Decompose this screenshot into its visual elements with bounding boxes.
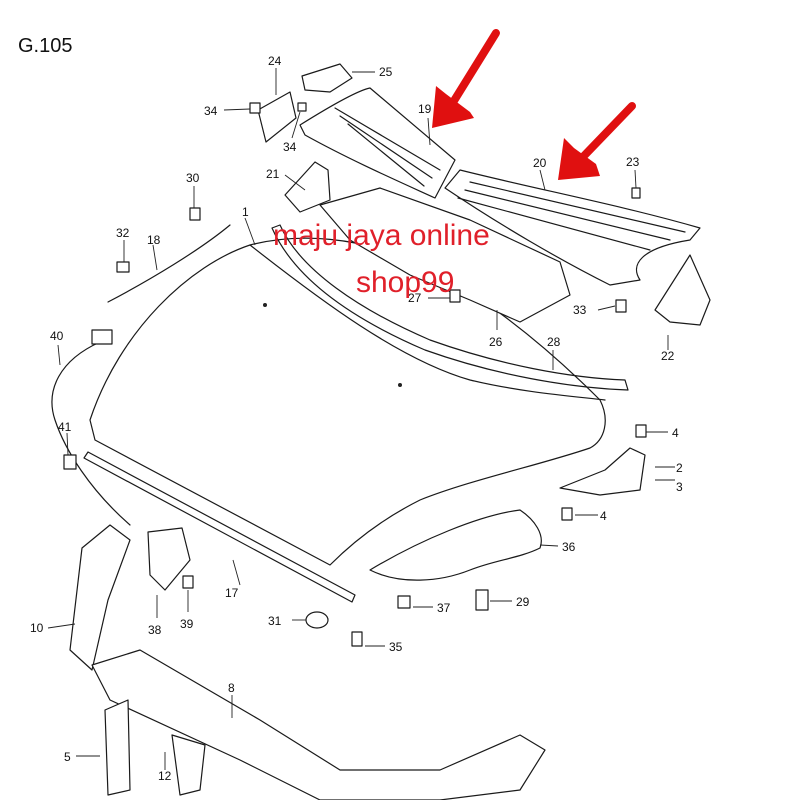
callout-4a: 4 [672, 426, 679, 440]
callout-2: 2 [676, 461, 683, 475]
callout-36: 36 [562, 540, 576, 554]
callout-10: 10 [30, 621, 44, 635]
callout-31: 31 [268, 614, 282, 628]
callout-22: 22 [661, 349, 675, 363]
callout-12: 12 [158, 769, 172, 783]
bracket-12 [171, 734, 206, 796]
callout-28: 28 [547, 335, 561, 349]
callout-4b: 4 [600, 509, 607, 523]
callout-27: 27 [408, 291, 422, 305]
callout-1: 1 [242, 205, 249, 219]
callout-41: 41 [58, 420, 72, 434]
callout-17: 17 [225, 586, 239, 600]
cowl-grille-right [444, 169, 701, 286]
callout-20: 20 [533, 156, 547, 170]
callout-19: 19 [418, 102, 432, 116]
hood-support-rod [107, 224, 231, 303]
side-cover-right [654, 254, 711, 326]
bracket-25 [301, 63, 353, 93]
callout-32: 32 [116, 226, 130, 240]
red-arrow-left [432, 29, 500, 128]
watermark-line-1: maju jaya online [273, 219, 490, 252]
hood-insulator [369, 509, 542, 581]
callout-5: 5 [64, 750, 71, 764]
callout-18: 18 [147, 233, 161, 247]
callout-29: 29 [516, 595, 530, 609]
callout-24: 24 [268, 54, 282, 68]
cowl-grille-left [299, 87, 456, 199]
leader-lines [47, 68, 675, 770]
fasteners [63, 102, 647, 647]
hood-hinge [559, 447, 646, 496]
cowl-panel [319, 187, 571, 323]
callout-25: 25 [379, 65, 393, 79]
front-crossmember-8 [91, 649, 546, 800]
hood-latch [147, 527, 191, 591]
red-arrow-right [558, 102, 636, 180]
watermark-line-2: shop99 [356, 266, 454, 299]
callout-23: 23 [626, 155, 640, 169]
bracket-24 [257, 91, 297, 143]
callout-labels: 1 2 3 4 4 5 8 10 12 17 18 19 20 21 22 23… [30, 54, 683, 783]
callout-34a: 34 [204, 104, 218, 118]
callout-8: 8 [228, 681, 235, 695]
cable-handle-40 [91, 329, 113, 345]
callout-39: 39 [180, 617, 194, 631]
callout-34b: 34 [283, 140, 297, 154]
callout-40: 40 [50, 329, 64, 343]
release-cable [51, 341, 131, 526]
callout-35: 35 [389, 640, 403, 654]
figure-label: G.105 [18, 35, 72, 57]
bracket-5 [104, 699, 131, 796]
callout-26: 26 [489, 335, 503, 349]
hood-seal-strip [83, 451, 356, 603]
callout-3: 3 [676, 480, 683, 494]
cowl-seal-strip [271, 224, 629, 391]
callout-21: 21 [266, 167, 280, 181]
callout-33: 33 [573, 303, 587, 317]
side-cover-left [284, 161, 331, 213]
callout-30: 30 [186, 171, 200, 185]
callout-38: 38 [148, 623, 162, 637]
radiator-support-10 [69, 524, 131, 671]
callout-37: 37 [437, 601, 451, 615]
